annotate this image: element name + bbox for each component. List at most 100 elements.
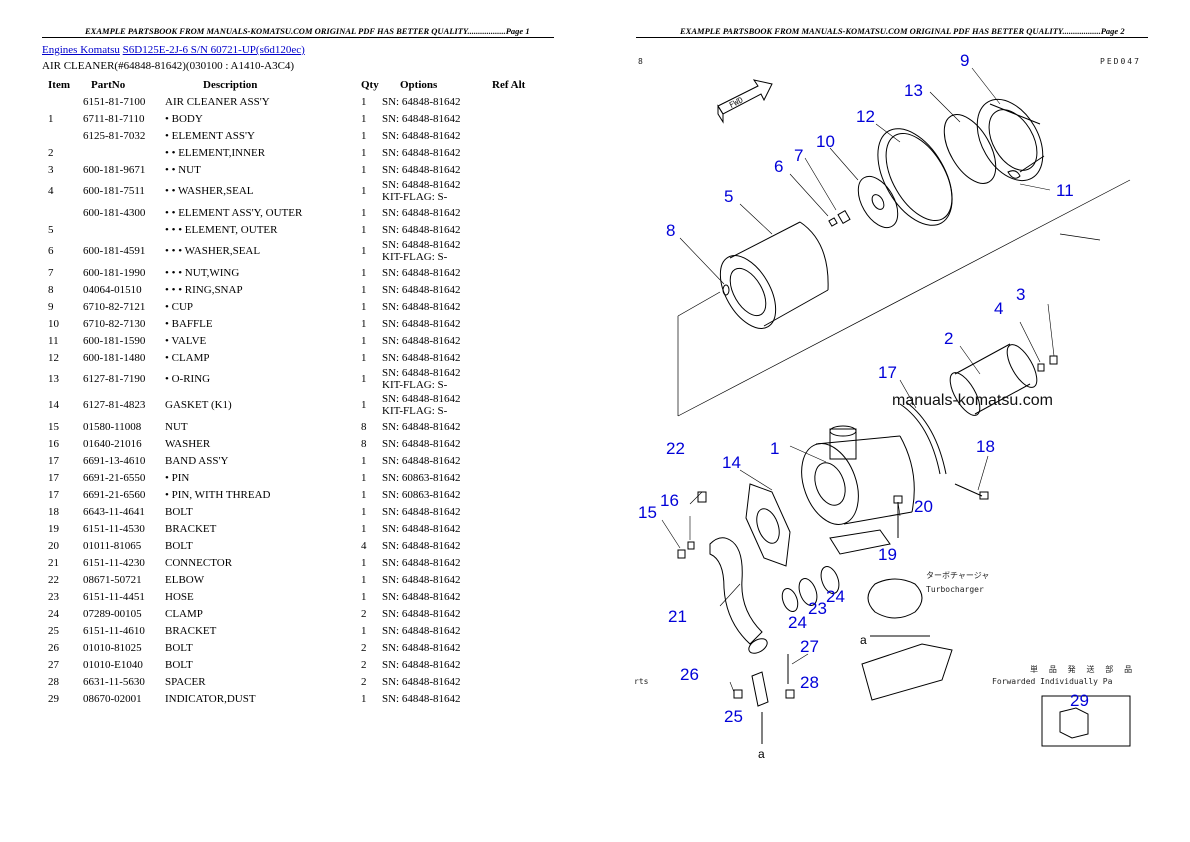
cell-options: SN: 64848-81642 xyxy=(382,204,492,221)
cell-description: ELBOW xyxy=(165,573,205,586)
cell-ref-alt xyxy=(492,486,552,503)
callout-23: 23 xyxy=(808,599,827,618)
cell-qty: 1 xyxy=(361,112,367,125)
options-line: SN: 64848-81642 xyxy=(382,146,461,159)
cell-options: SN: 60863-81642 xyxy=(382,486,492,503)
cell-partno: 600-181-1990 xyxy=(83,266,146,279)
cell-options: SN: 64848-81642 xyxy=(382,298,492,315)
callout-24-left: 24 xyxy=(788,613,807,632)
outer-element-part-5 xyxy=(719,221,829,329)
callout-28: 28 xyxy=(800,673,819,692)
kit-flag-line: KIT-FLAG: S- xyxy=(382,251,448,263)
cell-partno: 01010-81025 xyxy=(83,641,142,654)
options-line: SN: 64848-81642 xyxy=(382,206,461,219)
cell-item: 16 xyxy=(48,437,59,450)
cell-qty: 2 xyxy=(361,658,367,671)
cell-qty: 1 xyxy=(361,95,367,108)
cell-ref-alt xyxy=(492,588,552,605)
parts-fragment-label: rts xyxy=(634,677,649,686)
callout-11: 11 xyxy=(1056,181,1074,200)
callout-15: 15 xyxy=(638,503,657,522)
options-line: SN: 64848-81642 xyxy=(382,129,461,142)
cell-ref-alt xyxy=(492,690,552,707)
nut-part-3 xyxy=(1049,355,1058,365)
cell-partno: 6127-81-4823 xyxy=(83,399,146,411)
cell-partno: 600-181-1590 xyxy=(83,334,146,347)
exploded-parts-diagram: 9 13 12 10 7 6 5 8 11 3 4 2 17 1 18 22 1… xyxy=(634,51,1139,761)
cell-options: SN: 64848-81642 xyxy=(382,537,492,554)
cell-item: 17 xyxy=(48,488,59,501)
cell-item: 10 xyxy=(48,317,59,330)
cell-ref-alt xyxy=(492,554,552,571)
cell-qty: 4 xyxy=(361,539,367,552)
cell-partno: 6151-81-7100 xyxy=(83,95,146,108)
cell-ref-alt xyxy=(492,571,552,588)
cell-item: 13 xyxy=(48,373,59,385)
cell-qty: 2 xyxy=(361,641,367,654)
options-line: SN: 64848-81642 xyxy=(382,539,461,552)
fwd-arrow-icon xyxy=(717,79,773,124)
cell-partno: 600-181-7511 xyxy=(83,185,145,197)
cell-qty: 1 xyxy=(361,590,367,603)
options-line: SN: 64848-81642 xyxy=(382,300,461,313)
column-header-options: Options xyxy=(400,78,438,91)
cell-description: • • NUT xyxy=(165,163,201,176)
forwarded-label-en: Forwarded Individually Pa xyxy=(992,677,1113,686)
cell-description: • VALVE xyxy=(165,334,207,347)
cell-item: 1 xyxy=(48,112,54,125)
bolt-part-18 xyxy=(954,483,989,500)
options-line: SN: 60863-81642 xyxy=(382,488,461,501)
cell-ref-alt xyxy=(492,366,552,392)
cell-partno: 6691-13-4610 xyxy=(83,454,146,467)
cell-item: 15 xyxy=(48,420,59,433)
page-header-2: EXAMPLE PARTSBOOK FROM MANUALS-KOMATSU.C… xyxy=(680,26,1125,36)
cell-options: SN: 64848-81642 xyxy=(382,656,492,673)
cell-options: SN: 64848-81642 xyxy=(382,264,492,281)
options-line: SN: 64848-81642 xyxy=(382,266,461,279)
watermark: manuals-komatsu.com xyxy=(892,392,1053,409)
cell-item: 29 xyxy=(48,692,59,705)
cell-description: • O-RING xyxy=(165,373,211,385)
cell-partno: 6151-11-4610 xyxy=(83,624,145,637)
cell-partno: 6125-81-7032 xyxy=(83,129,146,142)
options-line: SN: 64848-81642 xyxy=(382,624,461,637)
cell-description: • CUP xyxy=(165,300,193,313)
parts-table: Item PartNo Description Qty Options Ref … xyxy=(42,76,552,707)
options-line: SN: 64848-81642 xyxy=(382,658,461,671)
options-line: SN: 64848-81642 xyxy=(382,239,461,251)
cell-description: • • • NUT,WING xyxy=(165,266,240,279)
cell-ref-alt xyxy=(492,110,552,127)
callout-4: 4 xyxy=(994,299,1003,318)
cell-item xyxy=(42,93,83,110)
cell-options: SN: 64848-81642 xyxy=(382,605,492,622)
cell-description: GASKET (K1) xyxy=(165,399,232,411)
cell-description: • CLAMP xyxy=(165,351,210,364)
inner-element-part-2 xyxy=(949,343,1038,416)
cell-options: SN: 64848-81642 xyxy=(382,622,492,639)
cell-ref-alt xyxy=(492,520,552,537)
elbow-part-22 xyxy=(697,491,707,503)
cell-ref-alt xyxy=(492,221,552,238)
breadcrumb-link-model[interactable]: S6D125E-2J-6 S/N 60721-UP(s6d120ec) xyxy=(122,44,305,56)
cell-item: 8 xyxy=(48,283,54,296)
breadcrumb-link-engines[interactable]: Engines Komatsu xyxy=(42,44,120,56)
callout-14: 14 xyxy=(722,453,741,472)
washer-part-16 xyxy=(687,541,695,550)
clamp-part-12 xyxy=(877,128,953,226)
callout-18: 18 xyxy=(976,437,995,456)
hose-part-23 xyxy=(781,566,840,613)
